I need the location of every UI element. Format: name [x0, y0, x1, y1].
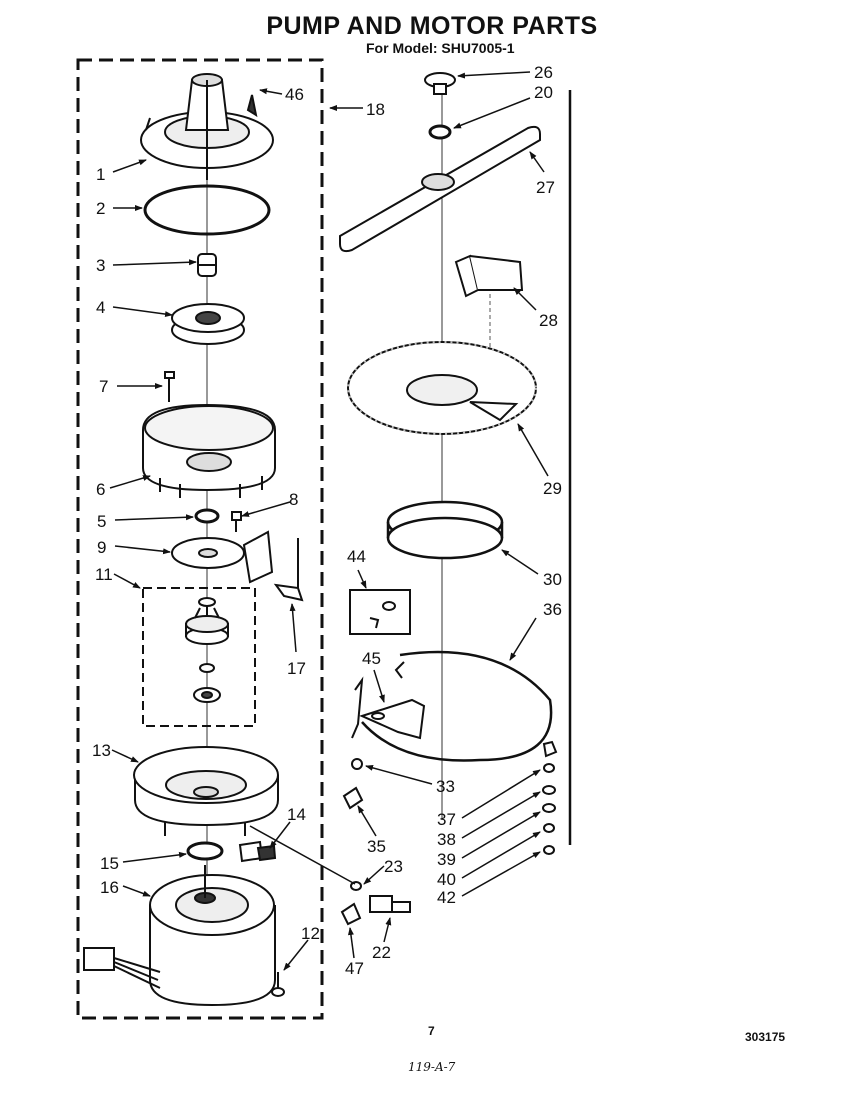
callout-45: 45	[362, 649, 381, 668]
callout-7: 7	[99, 377, 108, 396]
callout-16: 16	[100, 878, 119, 897]
callout-18: 18	[366, 100, 385, 119]
callout-29: 29	[543, 479, 562, 498]
bracket-45-part	[359, 661, 426, 740]
callout-5: 5	[97, 512, 106, 531]
strap-part	[361, 650, 553, 762]
callout-30: 30	[543, 570, 562, 589]
callout-38: 38	[437, 830, 456, 849]
seal-kit-box	[142, 587, 256, 727]
model-subtitle: For Model: SHU7005-1	[366, 40, 515, 56]
callout-42: 42	[437, 888, 456, 907]
gasket-ring-part	[143, 184, 271, 236]
clip-47-part	[340, 902, 362, 926]
pump-motor-assembly-border	[76, 58, 324, 1020]
impeller-part	[171, 303, 245, 345]
callout-37: 37	[437, 810, 456, 829]
callout-8: 8	[289, 490, 298, 509]
callout-13: 13	[92, 741, 111, 760]
pump-body-part	[142, 403, 276, 498]
callout-14: 14	[287, 805, 306, 824]
spray-arm-nut-part	[428, 124, 452, 140]
callout-46: 46	[285, 85, 304, 104]
screw-12-part	[271, 972, 285, 997]
callout-15: 15	[100, 854, 119, 873]
washer-part	[194, 508, 220, 524]
handwritten-note: 119-A-7	[408, 1060, 456, 1074]
callout-3: 3	[96, 256, 105, 275]
clip-part	[238, 840, 277, 863]
callout-9: 9	[97, 538, 106, 557]
callout-4: 4	[96, 298, 105, 317]
callout-40: 40	[437, 870, 456, 889]
callout-27: 27	[536, 178, 555, 197]
callout-26: 26	[534, 63, 553, 82]
page-title: PUMP AND MOTOR PARTS	[266, 12, 598, 40]
deflector-part	[454, 254, 524, 298]
thermostat-22-part	[369, 895, 411, 913]
callout-1: 1	[96, 165, 105, 184]
filter-screen-part	[347, 341, 537, 435]
motor-plate-part	[171, 530, 274, 584]
clip-35-part	[342, 786, 364, 810]
callout-36: 36	[543, 600, 562, 619]
pump-ring-part	[386, 500, 504, 560]
callout-44: 44	[347, 547, 366, 566]
callout-28: 28	[539, 311, 558, 330]
grommet-part	[351, 758, 363, 770]
callout-23: 23	[384, 857, 403, 876]
document-code: 303175	[745, 1030, 786, 1044]
spray-arm-part	[339, 125, 541, 253]
washer-15-part	[186, 841, 224, 861]
motor-mount-part	[133, 746, 279, 836]
seal-kit-parts	[185, 597, 229, 703]
hardware-kit-part	[349, 589, 411, 635]
callout-39: 39	[437, 850, 456, 869]
callout-47: 47	[345, 959, 364, 978]
callout-6: 6	[96, 480, 105, 499]
fastener-stack-parts	[542, 740, 558, 855]
screw-8-part	[231, 511, 242, 532]
callout-2: 2	[96, 199, 105, 218]
callout-22: 22	[372, 943, 391, 962]
chopper-part	[197, 253, 217, 277]
callout-33: 33	[436, 777, 455, 796]
callout-17: 17	[287, 659, 306, 678]
page-number: 7	[428, 1024, 435, 1038]
callout-12: 12	[301, 924, 320, 943]
spray-arm-cap-part	[424, 72, 456, 95]
screw-part	[164, 371, 175, 402]
motor-part	[83, 865, 276, 1007]
switch-part	[273, 538, 304, 602]
pump-housing-part	[140, 73, 274, 180]
callout-35: 35	[367, 837, 386, 856]
callout-11: 11	[95, 565, 113, 584]
callout-20: 20	[534, 83, 553, 102]
